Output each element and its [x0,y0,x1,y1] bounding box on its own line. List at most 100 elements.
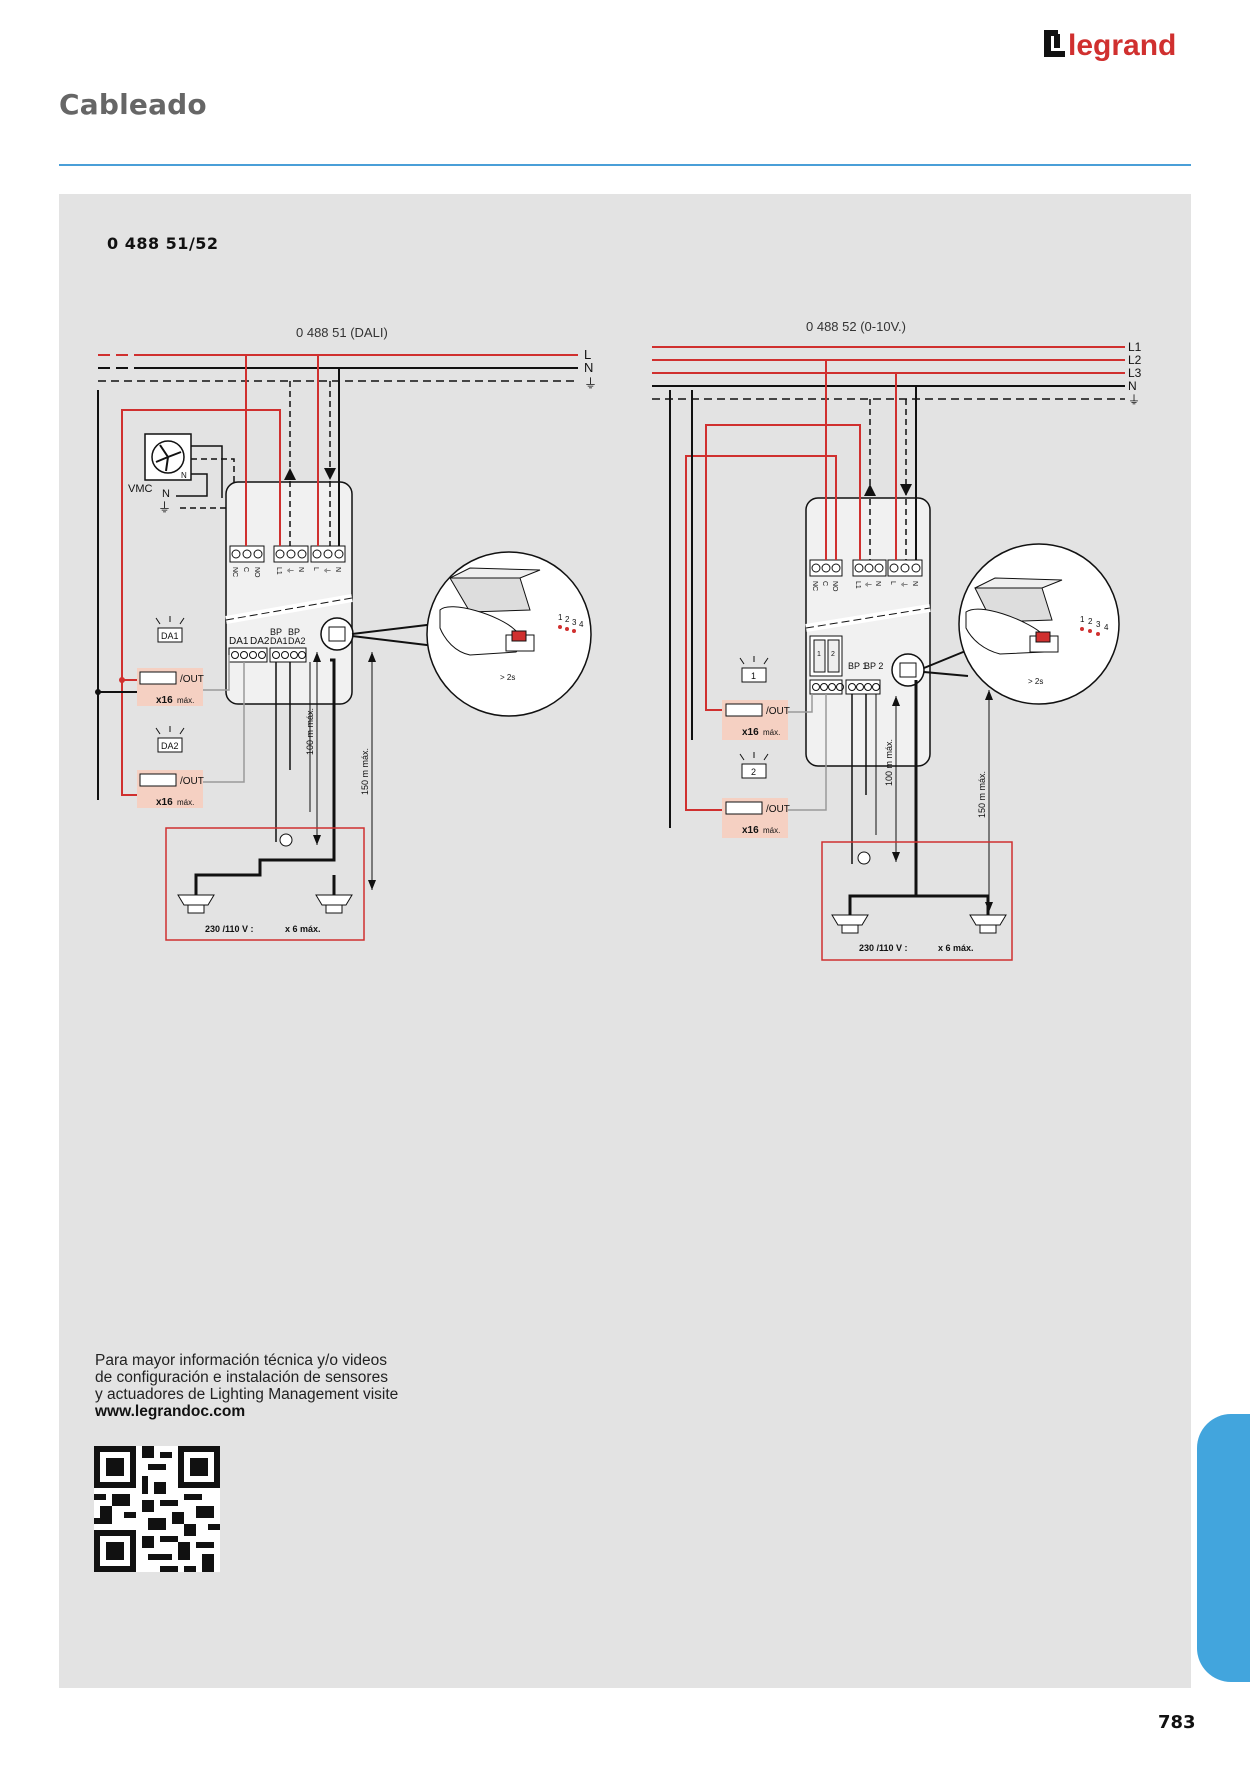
header-divider [59,164,1191,166]
svg-text:C: C [242,567,249,572]
svg-text:máx.: máx. [177,798,194,807]
svg-text:DA1: DA1 [161,631,179,641]
qr-code[interactable] [94,1446,220,1572]
svg-text:N: N [334,567,341,572]
svg-text:L1: L1 [854,581,861,589]
dali-dist-150: 150 m máx. [360,748,370,795]
svg-text:⏚: ⏚ [1128,393,1140,407]
svg-text:1: 1 [817,651,821,658]
dali-da1-group: DA1 /OUT x16 máx. [137,616,204,706]
svg-text:/OUT: /OUT [180,674,204,685]
svg-text:1: 1 [558,613,563,622]
line-label-l2: L2 [1128,353,1142,367]
svg-text:x 6 máx.: x 6 máx. [938,943,974,953]
dali-top-terminals: NC C NO L1 ⏚ N L ⏚ N [229,545,346,578]
svg-text:BP 1: BP 1 [848,661,867,671]
svg-text:máx.: máx. [763,728,780,737]
svg-text:230 /110 V :: 230 /110 V : [205,924,254,934]
svg-text:/OUT: /OUT [766,706,790,717]
010v-ch1-group: 1 /OUT x16 máx. [722,656,790,740]
svg-text:NC: NC [231,567,238,577]
line-label-n: N [584,360,593,375]
010v-load-box: 230 /110 V : x 6 máx. [821,841,1013,961]
info-line-3: y actuadores de Lighting Management visi… [95,1386,399,1403]
svg-text:BP: BP [270,627,282,637]
svg-text:DA2: DA2 [250,636,270,647]
svg-text:⏚: ⏚ [286,567,294,574]
svg-text:x16: x16 [156,797,173,808]
dali-dist-100: 100 m máx. [305,708,315,755]
svg-text:2: 2 [1088,617,1093,626]
svg-text:DA1: DA1 [229,636,249,647]
svg-text:x16: x16 [742,727,759,738]
svg-text:1: 1 [751,671,756,681]
svg-text:⏚: ⏚ [900,581,908,588]
legrandoc-link[interactable]: www.legrandoc.com [95,1403,246,1420]
svg-text:4: 4 [579,620,584,629]
svg-text:2: 2 [751,767,756,777]
page-number: 783 [1158,1712,1196,1733]
svg-text:/OUT: /OUT [180,776,204,787]
010v-top-terminals: NC C NO L1 ⏚ N L ⏚ N [809,559,923,592]
svg-text:N: N [874,581,881,586]
svg-text:NO: NO [253,567,260,578]
line-label-l: L [584,347,591,362]
svg-text:N: N [297,567,304,572]
diagram-panel [59,194,1191,1688]
svg-text:1: 1 [1080,615,1085,624]
info-line-2: de configuración e instalación de sensor… [95,1369,388,1386]
svg-text:x16: x16 [156,695,173,706]
dali-bus-terminals: DA1 DA2 BP BP DA1 DA2 [228,627,307,663]
earth-symbol: ⏚ [584,376,597,391]
010v-ch2-group: 2 /OUT x16 máx. [722,752,790,838]
svg-text:N: N [911,581,918,586]
svg-text:> 2s: > 2s [500,673,515,682]
vmc-label: VMC [128,483,153,495]
svg-text:máx.: máx. [763,826,780,835]
svg-text:230 /110 V :: 230 /110 V : [859,943,908,953]
line-label-l3: L3 [1128,366,1142,380]
svg-text:C: C [821,581,828,586]
svg-text:DA1: DA1 [270,636,288,646]
svg-text:L: L [312,567,319,571]
svg-text:3: 3 [572,618,577,627]
product-reference: 0 488 51/52 [107,234,219,253]
svg-text:⏚: ⏚ [323,567,331,574]
010v-bus-labels: BP 1 BP 2 [848,661,883,671]
line-label-n2: N [1128,379,1137,393]
svg-text:L1: L1 [275,567,282,575]
line-label-l1: L1 [1128,340,1142,354]
svg-text:L: L [889,581,896,585]
svg-text:2: 2 [565,615,570,624]
svg-text:2: 2 [831,651,835,658]
diagram-dali-title: 0 488 51 (DALI) [296,325,388,340]
svg-text:> 2s: > 2s [1028,677,1043,686]
svg-text:NC: NC [811,581,818,591]
section-tab[interactable] [1197,1414,1250,1682]
svg-text:legrand: legrand [1068,29,1176,62]
svg-text:⏚: ⏚ [158,500,171,515]
page-title: Cableado [59,88,207,121]
svg-text:DA2: DA2 [161,741,179,751]
svg-text:x16: x16 [742,825,759,836]
svg-text:DA2: DA2 [288,636,306,646]
010v-dist-100: 100 m máx. [884,739,894,786]
info-line-1: Para mayor información técnica y/o video… [95,1352,388,1369]
legrand-logo: legrand [1042,24,1192,64]
svg-text:NO: NO [831,581,838,592]
svg-text:⏚: ⏚ [864,581,872,588]
diagram-010v: 0 488 52 (0-10V.) L1 L2 L3 N ⏚ NC C NO [652,319,1142,961]
svg-text:3: 3 [1096,620,1101,629]
svg-text:BP: BP [288,627,300,637]
svg-text:x 6 máx.: x 6 máx. [285,924,321,934]
010v-dist-150: 150 m máx. [977,771,987,818]
diagram-dali: 0 488 51 (DALI) L N ⏚ VMC N N ⏚ [95,325,597,941]
dali-da2-group: DA2 /OUT x16 máx. [137,726,204,808]
dali-load-box: 230 /110 V : x 6 máx. [165,827,365,941]
010v-zoom-detail: 1 2 3 4 > 2s [958,543,1120,705]
vmc-n-label: N [162,488,170,500]
diagram-010v-title: 0 488 52 (0-10V.) [806,319,906,334]
vmc-n-small-label: N [181,471,187,480]
svg-text:máx.: máx. [177,696,194,705]
